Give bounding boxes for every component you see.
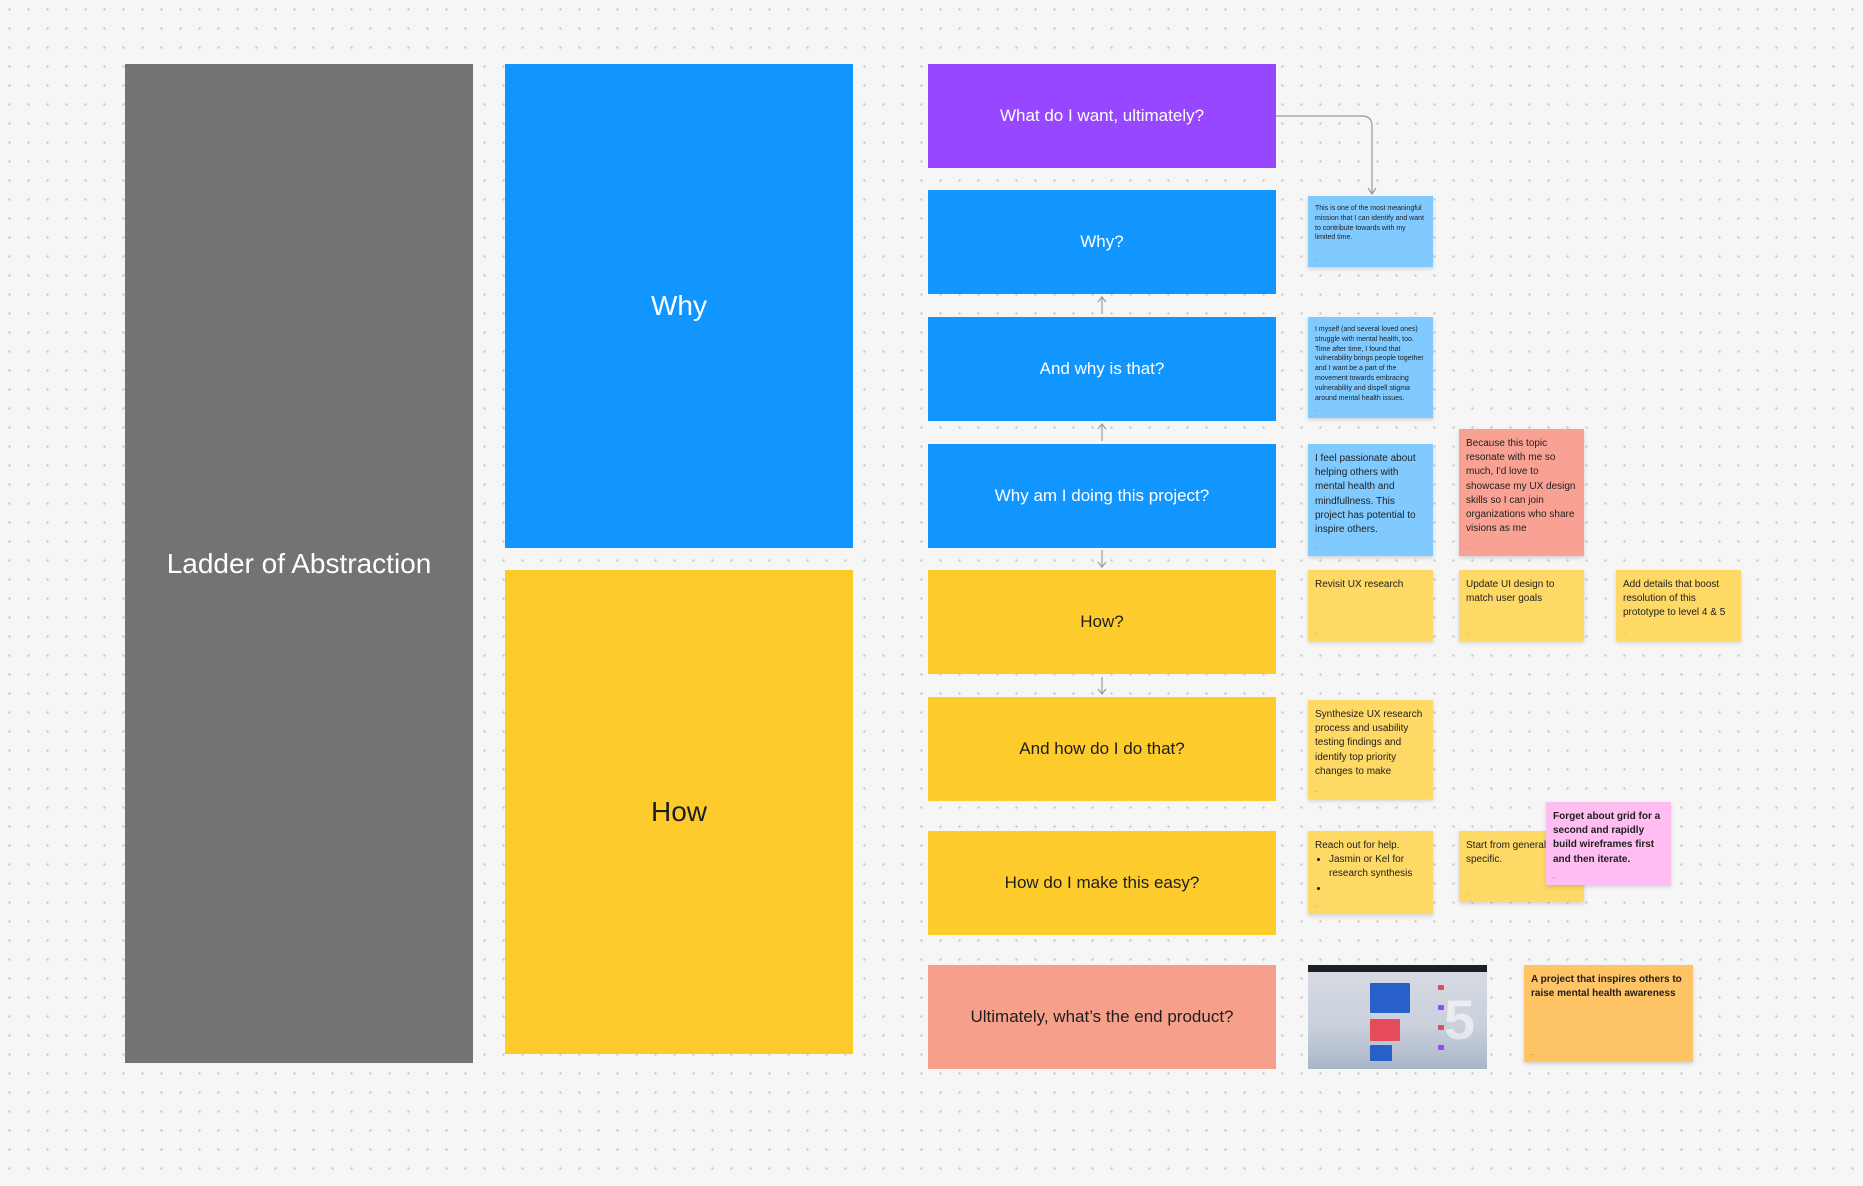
why-column[interactable]: Why: [505, 64, 853, 548]
ladder-of-abstraction-column[interactable]: Ladder of Abstraction: [125, 64, 473, 1063]
sticky-note-update-ui[interactable]: Update UI design to match user goals ···: [1459, 570, 1584, 641]
question-end-product[interactable]: Ultimately, what’s the end product?: [928, 965, 1276, 1069]
question-label: Ultimately, what’s the end product?: [970, 1007, 1234, 1026]
sticky-bullet-list: Jasmin or Kel for research synthesis: [1315, 853, 1426, 896]
author-tag: ···: [1314, 789, 1318, 795]
question-and-why[interactable]: And why is that?: [928, 317, 1276, 421]
thumbnail-panel: [1370, 1045, 1392, 1061]
author-tag: ···: [1314, 546, 1318, 552]
why-title: Why: [651, 290, 707, 321]
sticky-note-reach-out[interactable]: Reach out for help. Jasmin or Kel for re…: [1308, 831, 1433, 914]
thumbnail-marker: [1438, 1025, 1444, 1030]
sticky-text: I myself (and several loved ones) strugg…: [1315, 326, 1424, 402]
prototype-screenshot-thumbnail[interactable]: 5: [1308, 965, 1487, 1069]
question-label: And how do I do that?: [1019, 739, 1185, 758]
sticky-text: Forget about grid for a second and rapid…: [1553, 811, 1661, 865]
sticky-text: Because this topic resonate with me so m…: [1466, 438, 1576, 535]
question-why-project[interactable]: Why am I doing this project?: [928, 444, 1276, 548]
thumbnail-panel: [1370, 983, 1410, 1013]
arrowhead: [1367, 187, 1377, 196]
author-tag: ···: [1465, 546, 1469, 552]
how-title: How: [650, 796, 707, 827]
question-how-do-that[interactable]: And how do I do that?: [928, 697, 1276, 801]
thumbnail-marker: [1438, 1045, 1444, 1050]
question-how[interactable]: How?: [928, 570, 1276, 674]
sticky-note-showcase-skills[interactable]: Because this topic resonate with me so m…: [1459, 429, 1584, 556]
sticky-text: Start from general to specific.: [1466, 840, 1558, 866]
question-label: How do I make this easy?: [1004, 873, 1200, 892]
question-label: Why am I doing this project?: [994, 486, 1210, 505]
sticky-note-meaningful-mission[interactable]: This is one of the most meaningful missi…: [1308, 196, 1433, 267]
sticky-text: I feel passionate about helping others w…: [1315, 453, 1416, 535]
author-tag: ···: [1314, 631, 1318, 637]
author-tag: ···: [1314, 904, 1318, 910]
sticky-text: Reach out for help.: [1315, 840, 1400, 851]
sticky-note-add-details[interactable]: Add details that boost resolution of thi…: [1616, 570, 1741, 641]
question-ultimate-want[interactable]: What do I want, ultimately?: [928, 64, 1276, 168]
question-label: Why?: [1080, 232, 1124, 251]
thumbnail-marker: [1438, 985, 1444, 990]
sticky-text: This is one of the most meaningful missi…: [1315, 205, 1424, 242]
question-label: What do I want, ultimately?: [999, 106, 1205, 125]
sticky-text: Add details that boost resolution of thi…: [1623, 579, 1726, 619]
author-tag: ···: [1530, 1052, 1534, 1058]
question-label: How?: [1080, 612, 1124, 631]
author-tag: ···: [1622, 631, 1626, 637]
sticky-note-revisit-research[interactable]: Revisit UX research ···: [1308, 570, 1433, 641]
sticky-note-synthesize[interactable]: Synthesize UX research process and usabi…: [1308, 700, 1433, 799]
sticky-note-personal-struggle[interactable]: I myself (and several loved ones) strugg…: [1308, 317, 1433, 418]
sticky-text: A project that inspires others to raise …: [1531, 974, 1682, 1000]
question-make-easy[interactable]: How do I make this easy?: [928, 831, 1276, 935]
question-label: And why is that?: [1039, 359, 1165, 378]
sticky-note-end-product[interactable]: A project that inspires others to raise …: [1524, 965, 1693, 1062]
author-tag: ···: [1465, 631, 1469, 637]
sticky-bullet: Jasmin or Kel for research synthesis: [1329, 853, 1426, 881]
how-column[interactable]: How: [505, 570, 853, 1054]
author-tag: ···: [1314, 408, 1318, 414]
sticky-text: Update UI design to match user goals: [1466, 579, 1555, 605]
author-tag: ···: [1552, 875, 1556, 881]
author-tag: ···: [1314, 257, 1318, 263]
thumbnail-level-number: 5: [1443, 988, 1475, 1051]
sticky-text: Revisit UX research: [1315, 579, 1404, 590]
question-why[interactable]: Why?: [928, 190, 1276, 294]
sticky-note-forget-grid[interactable]: Forget about grid for a second and rapid…: [1546, 802, 1671, 885]
connector-to-sticky: [1276, 115, 1373, 194]
sticky-bullet: [1329, 882, 1426, 896]
author-tag: ···: [1465, 892, 1469, 898]
sticky-note-passionate[interactable]: I feel passionate about helping others w…: [1308, 444, 1433, 556]
thumbnail-marker: [1438, 1005, 1444, 1010]
thumbnail-titlebar: [1308, 965, 1487, 972]
ladder-title: Ladder of Abstraction: [166, 547, 432, 579]
thumbnail-panel: [1370, 1019, 1400, 1041]
sticky-text: Synthesize UX research process and usabi…: [1315, 709, 1423, 777]
